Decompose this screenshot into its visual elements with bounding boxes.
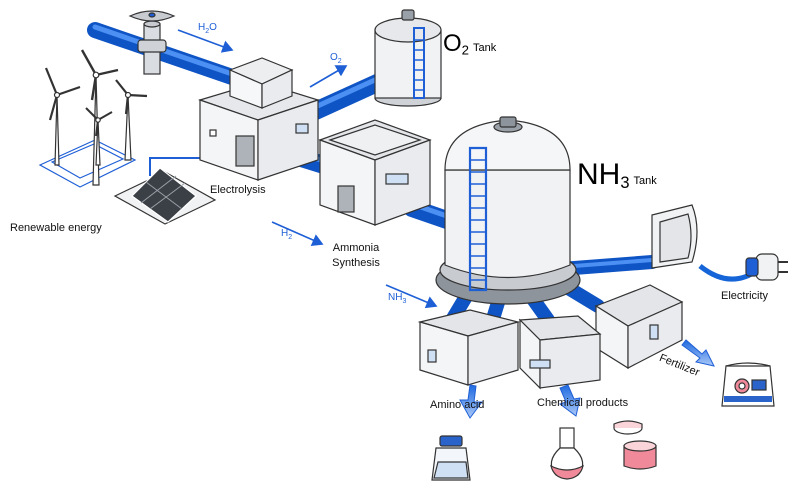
chemical-products-label: Chemical products: [537, 397, 629, 409]
ammonia-synthesis-building: [318, 119, 432, 226]
ammonia-flow-label: NH3: [388, 292, 407, 305]
renewable-energy-site: [38, 49, 217, 225]
oxygen-flow-label: O2: [330, 52, 342, 65]
ammonia-tank: [435, 116, 581, 305]
amino-acid-label: Amino acid: [430, 399, 485, 411]
amino-acid-bottle-icon: [431, 435, 471, 481]
electrolysis-building: [198, 57, 320, 181]
electricity-label: Electricity: [721, 290, 769, 302]
distribution-ring: [417, 204, 698, 390]
wind-turbine-icon: [115, 79, 148, 161]
oxygen-tank: [374, 9, 442, 107]
solar-panel-icon: [131, 167, 197, 223]
electrolysis-label: Electrolysis: [210, 184, 266, 196]
cosmetic-jar-icon: [613, 420, 657, 470]
wind-turbine-icon: [44, 67, 81, 166]
renewable-energy-label: Renewable energy: [10, 222, 102, 234]
water-tap-icon: [128, 10, 176, 75]
ring-module-electricity: [651, 204, 698, 269]
wind-turbine-icon: [85, 107, 113, 166]
ring-module-amino: [417, 309, 521, 386]
ring-module-fertilizer: [594, 284, 684, 370]
flask-icon: [550, 427, 584, 480]
water-flow-label: H2O: [198, 22, 217, 35]
electric-plug-icon: [698, 253, 788, 282]
ring-module-chemical: [518, 315, 602, 390]
output-arrows: [459, 339, 715, 419]
hydrogen-flow-label: H2: [281, 228, 293, 241]
ammonia-synthesis-label: Ammonia Synthesis: [332, 242, 380, 269]
flow-arrows: [177, 29, 438, 309]
fertilizer-bag-icon: [721, 362, 775, 407]
